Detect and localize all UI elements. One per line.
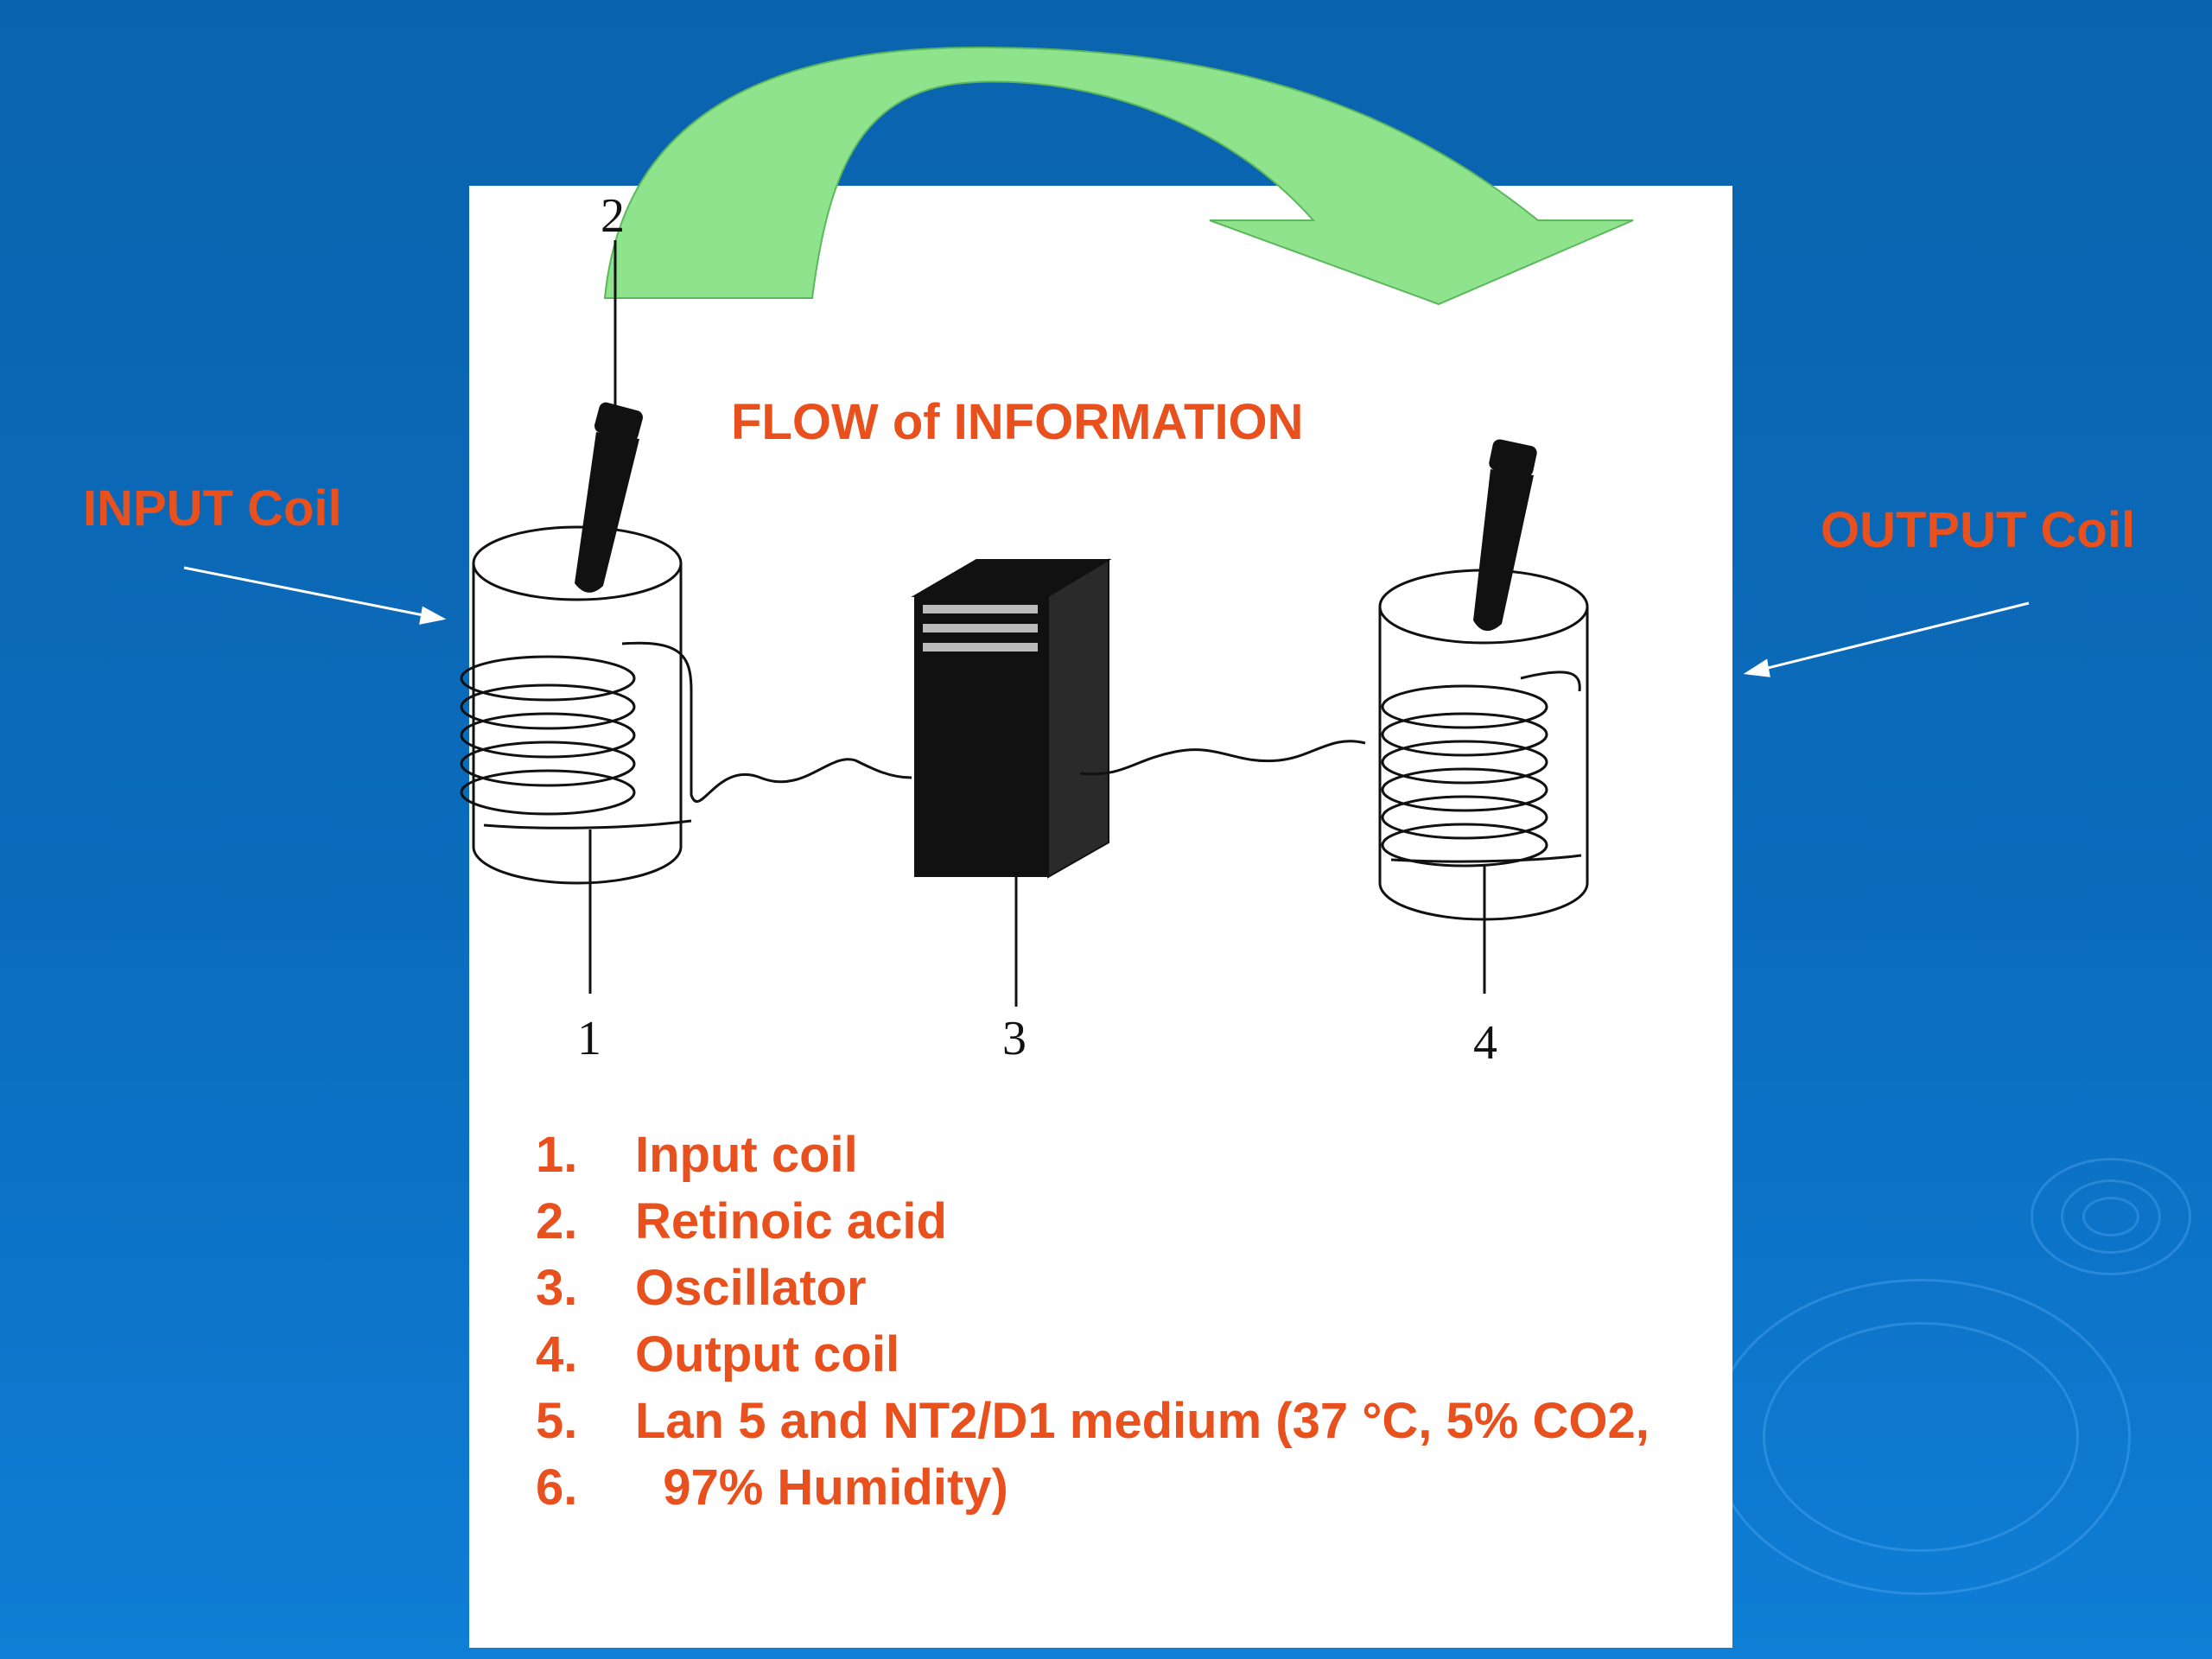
legend-text: 97% Humidity) xyxy=(635,1459,1008,1516)
legend-text: Lan 5 and NT2/D1 medium (37 °C, 5% CO2, xyxy=(635,1393,1649,1449)
legend-item: 3. Oscillator xyxy=(536,1255,1649,1321)
ripple-decoration xyxy=(2082,1197,2139,1236)
ripple-decoration xyxy=(1763,1322,2079,1552)
input-coil-icon xyxy=(460,525,912,994)
output-pointer-arrow-icon xyxy=(1743,601,2030,677)
figure-number-2: 2 xyxy=(601,189,625,243)
legend-item: 1. Input coil xyxy=(536,1122,1649,1188)
ripple-decoration xyxy=(2061,1179,2161,1254)
legend-number: 2. xyxy=(536,1193,578,1249)
test-tube-icon xyxy=(1473,439,1537,632)
legend-number: 6. xyxy=(536,1459,578,1516)
input-pointer-arrow-icon xyxy=(183,566,447,625)
legend-item: 6. 97% Humidity) xyxy=(536,1454,1649,1521)
legend-item: 5. Lan 5 and NT2/D1 medium (37 °C, 5% CO2… xyxy=(536,1388,1649,1454)
ripple-decoration xyxy=(2031,1158,2191,1275)
oscillator-box-icon xyxy=(911,558,1112,1007)
legend-list: 1. Input coil 2. Retinoic acid 3. Oscillato… xyxy=(536,1122,1649,1521)
input-coil-label: INPUT Coil xyxy=(83,480,342,537)
flow-arrow-icon xyxy=(603,46,1634,306)
test-tube-icon xyxy=(575,402,643,593)
legend-number: 4. xyxy=(536,1326,578,1382)
flow-of-information-label: FLOW of INFORMATION xyxy=(731,394,1304,450)
output-coil-label: OUTPUT Coil xyxy=(1821,502,2136,558)
figure-number-1: 1 xyxy=(577,1012,601,1065)
output-coil-icon xyxy=(1378,569,1589,994)
figure-number-3: 3 xyxy=(1002,1012,1027,1065)
legend-item: 2. Retinoic acid xyxy=(536,1188,1649,1255)
legend-text: Retinoic acid xyxy=(635,1193,947,1249)
legend-text: Output coil xyxy=(635,1326,900,1382)
legend-number: 5. xyxy=(536,1393,578,1449)
legend-number: 3. xyxy=(536,1260,578,1316)
legend-item: 4. Output coil xyxy=(536,1321,1649,1388)
legend-text: Oscillator xyxy=(635,1260,867,1316)
legend-number: 1. xyxy=(536,1127,578,1183)
figure-number-4: 4 xyxy=(1473,1016,1497,1070)
legend-text: Input coil xyxy=(635,1127,858,1183)
